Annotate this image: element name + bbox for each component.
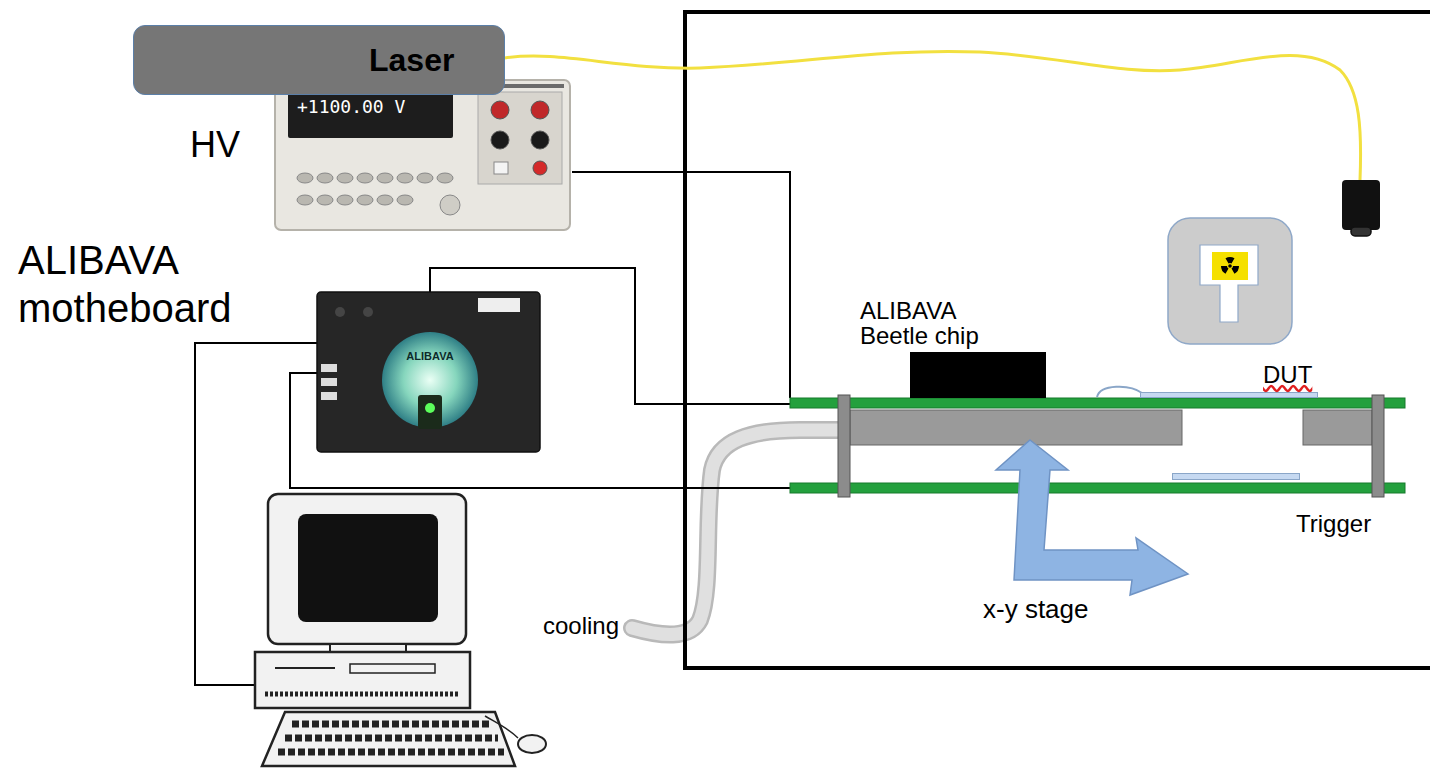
trefoil-blade [1232, 266, 1240, 274]
laser-label: Laser [369, 40, 454, 80]
wire-bond [1097, 387, 1142, 397]
key-row [285, 735, 498, 742]
terminal-red [531, 101, 549, 119]
trefoil-center [1228, 264, 1232, 268]
cooling-label: cooling [543, 612, 619, 640]
front-button [357, 195, 373, 205]
trefoil-blade [1221, 266, 1229, 274]
alibava-motherboard: ALIBAVA motheboardALIBAVA [317, 292, 540, 452]
source-holder [1168, 218, 1292, 344]
case-screw [363, 307, 373, 317]
output-button [533, 161, 547, 175]
logo-text: ALIBAVA [400, 350, 460, 363]
case-sticker [478, 298, 520, 312]
hv-supply: HV+1100.00 V [275, 80, 570, 230]
front-button [297, 173, 313, 183]
hv-label: HV [190, 124, 240, 166]
spacer-post [1372, 395, 1384, 497]
front-button [317, 173, 333, 183]
monitor-frame [268, 494, 466, 644]
cooling-pipe [632, 430, 845, 635]
laser-lens [1351, 227, 1371, 236]
stage-label: x-y stage [983, 594, 1089, 624]
trigger-sensor: Trigger [1172, 473, 1300, 480]
laser-box: Laser [133, 25, 505, 95]
status-led [425, 403, 435, 413]
front-button [377, 173, 393, 183]
key-row [292, 721, 492, 728]
case-screw [335, 307, 345, 317]
beetle-chip: ALIBAVA Beetle chip [910, 352, 1046, 398]
terminal-black [491, 131, 509, 149]
front-button [397, 173, 413, 183]
cooling-block [1303, 410, 1372, 445]
mouse-cord [485, 716, 518, 738]
key-row [278, 749, 504, 756]
terminal-black [531, 131, 549, 149]
case-vent [265, 692, 460, 697]
front-button [377, 195, 393, 205]
dut-label: DUT [1263, 362, 1312, 388]
front-button [337, 195, 353, 205]
connector-tag [321, 364, 337, 372]
spacer-post [838, 395, 850, 497]
sourcemeter-display [288, 92, 453, 138]
connector-tag [321, 378, 337, 386]
pcb-bottom [790, 483, 1405, 493]
dut-sensor: DUT [1140, 392, 1318, 398]
keyboard [262, 712, 515, 766]
cooling-pipe-edge [632, 430, 845, 635]
front-button [337, 173, 353, 183]
radiation-sign [1212, 252, 1248, 280]
front-button [397, 195, 413, 205]
drive-bay [350, 664, 435, 673]
cooling-block [850, 410, 1182, 445]
sourcemeter-body [275, 80, 570, 230]
mouse [518, 735, 546, 753]
terminal-red [491, 101, 509, 119]
laser-head [1342, 180, 1380, 230]
trefoil-blade [1226, 257, 1235, 263]
computer-case [255, 652, 470, 708]
hv-cable [572, 172, 790, 398]
terminal-panel [478, 92, 562, 184]
front-button [297, 195, 313, 205]
front-button [417, 173, 433, 183]
monitor-screen [298, 514, 438, 622]
logo-disc [382, 332, 478, 428]
motherboard-case [317, 292, 540, 452]
front-button [437, 173, 453, 183]
xy-stage-arrow [996, 440, 1188, 595]
display-readout: +1100.00 V [297, 96, 405, 118]
dark-box-outline [685, 12, 1430, 668]
chip-label: ALIBAVA Beetle chip [860, 298, 1025, 348]
connector-tag [321, 392, 337, 400]
status-led-housing [418, 395, 442, 429]
drive-slot [275, 667, 335, 669]
trigger-label: Trigger [1296, 511, 1371, 537]
optical-fiber [505, 51, 1361, 180]
rotary-knob [440, 195, 460, 215]
front-button [317, 195, 333, 205]
front-button [357, 173, 373, 183]
collimator-slit [1200, 245, 1258, 322]
pcb-top [790, 398, 1405, 408]
motherboard-label: ALIBAVA motheboard [18, 236, 290, 332]
power-switch [494, 162, 508, 174]
